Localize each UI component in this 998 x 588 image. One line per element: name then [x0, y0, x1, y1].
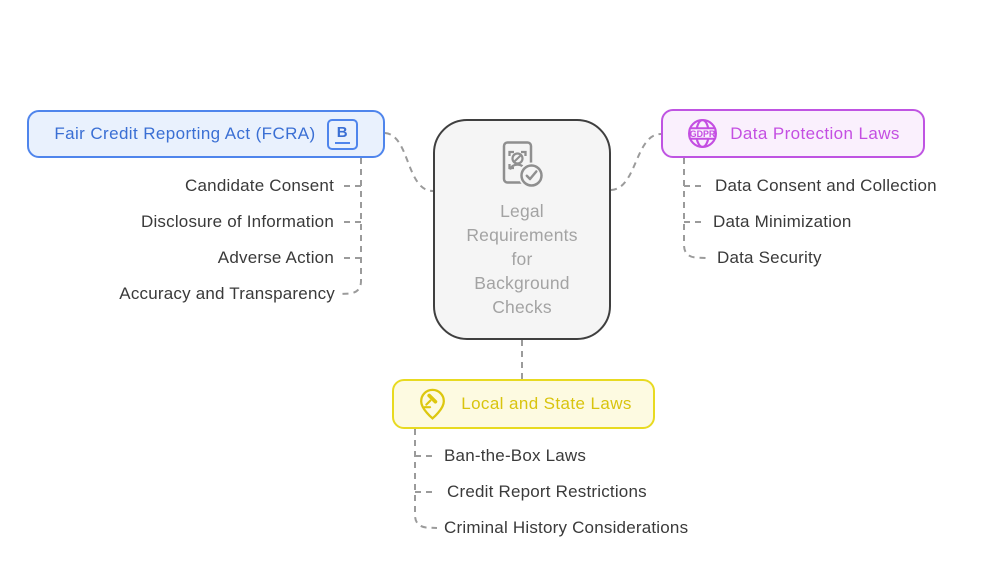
local-item-ban-the-box-laws[interactable]: Ban-the-Box Laws: [444, 446, 587, 465]
gdpr-globe-icon: GDPR: [688, 119, 718, 148]
center-node-label: Legal Requirements for Background Checks: [466, 201, 578, 317]
fcra-item-candidate-consent[interactable]: Candidate Consent: [185, 176, 334, 195]
local-state-node-label: Local and State Laws: [461, 394, 632, 413]
local-item-credit-report-restrictions[interactable]: Credit Report Restrictions: [447, 482, 647, 501]
gdpr-item-data-consent-and-collection[interactable]: Data Consent and Collection: [715, 176, 937, 195]
node-local-state-laws[interactable]: Local and State Laws: [392, 379, 655, 429]
fcra-item-disclosure-of-information[interactable]: Disclosure of Information: [140, 212, 334, 231]
background-check-icon: [502, 141, 545, 189]
local-branch-trunk: [414, 429, 438, 529]
gdpr-branch-trunk: [683, 158, 707, 259]
local-item-criminal-history-considerations[interactable]: Criminal History Considerations: [444, 518, 689, 537]
node-fcra[interactable]: Fair Credit Reporting Act (FCRA) B: [27, 110, 385, 158]
gavel-pin-icon: [420, 388, 446, 420]
data-protection-node-label: Data Protection Laws: [730, 123, 900, 143]
fcra-item-adverse-action[interactable]: Adverse Action: [217, 248, 334, 267]
connector-center-to-gdpr: [610, 133, 662, 191]
connector-fcra-to-center: [384, 132, 434, 192]
center-node-legal-requirements[interactable]: Legal Requirements for Background Checks: [433, 119, 611, 340]
bold-b-icon: B: [326, 118, 358, 150]
svg-text:GDPR: GDPR: [690, 129, 716, 139]
node-data-protection[interactable]: GDPR Data Protection Laws: [661, 109, 925, 158]
fcra-node-label: Fair Credit Reporting Act (FCRA): [54, 124, 316, 143]
gdpr-item-data-security[interactable]: Data Security: [717, 248, 822, 267]
fcra-branch-trunk: [339, 158, 362, 295]
fcra-item-accuracy-and-transparency[interactable]: Accuracy and Transparency: [119, 284, 335, 303]
gdpr-item-data-minimization[interactable]: Data Minimization: [713, 212, 852, 231]
